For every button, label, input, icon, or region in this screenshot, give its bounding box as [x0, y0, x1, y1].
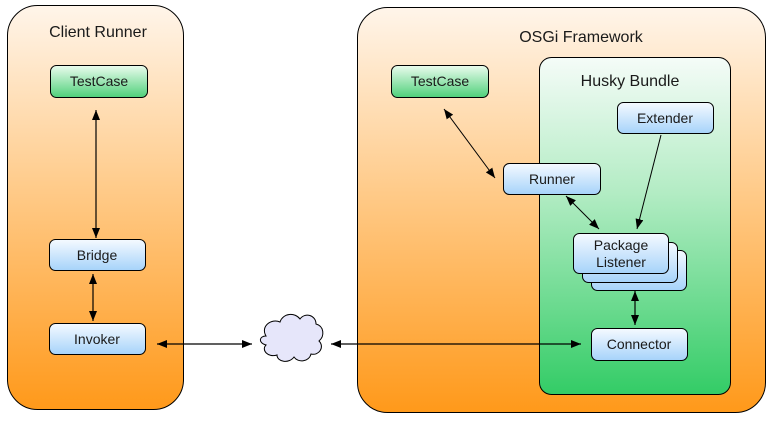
extender-node[interactable]: Extender: [617, 102, 714, 134]
husky-bundle-container: Husky Bundle: [539, 57, 731, 395]
edge-runner-packagelistener: [565, 195, 600, 230]
connector-label: Connector: [607, 336, 672, 352]
network-cloud-icon: [259, 314, 324, 362]
runner-node[interactable]: Runner: [503, 163, 601, 195]
runner-label: Runner: [529, 171, 575, 187]
husky-bundle-title: Husky Bundle: [581, 73, 680, 90]
edges: [89, 108, 662, 348]
package-listener-label-line1: Package: [594, 237, 649, 253]
package-listener-label-line2: Listener: [596, 254, 646, 270]
invoker-label: Invoker: [74, 331, 120, 347]
osgi-framework-title: OSGi Framework: [519, 29, 644, 46]
osgi-testcase-node[interactable]: TestCase: [391, 65, 489, 98]
edge-testcase-runner: [443, 108, 496, 179]
client-testcase-label: TestCase: [70, 73, 129, 89]
package-listener-node[interactable]: Package Listener: [573, 233, 687, 291]
bridge-node[interactable]: Bridge: [49, 239, 146, 271]
client-runner-title: Client Runner: [49, 24, 148, 41]
invoker-node[interactable]: Invoker: [49, 323, 146, 355]
edge-extender-packagelistener: [635, 134, 662, 230]
client-testcase-node[interactable]: TestCase: [50, 65, 148, 98]
package-listener-stack-front: [573, 233, 669, 274]
extender-label: Extender: [637, 110, 693, 126]
bridge-label: Bridge: [77, 247, 118, 263]
connector-node[interactable]: Connector: [591, 328, 688, 361]
osgi-testcase-label: TestCase: [411, 73, 470, 89]
